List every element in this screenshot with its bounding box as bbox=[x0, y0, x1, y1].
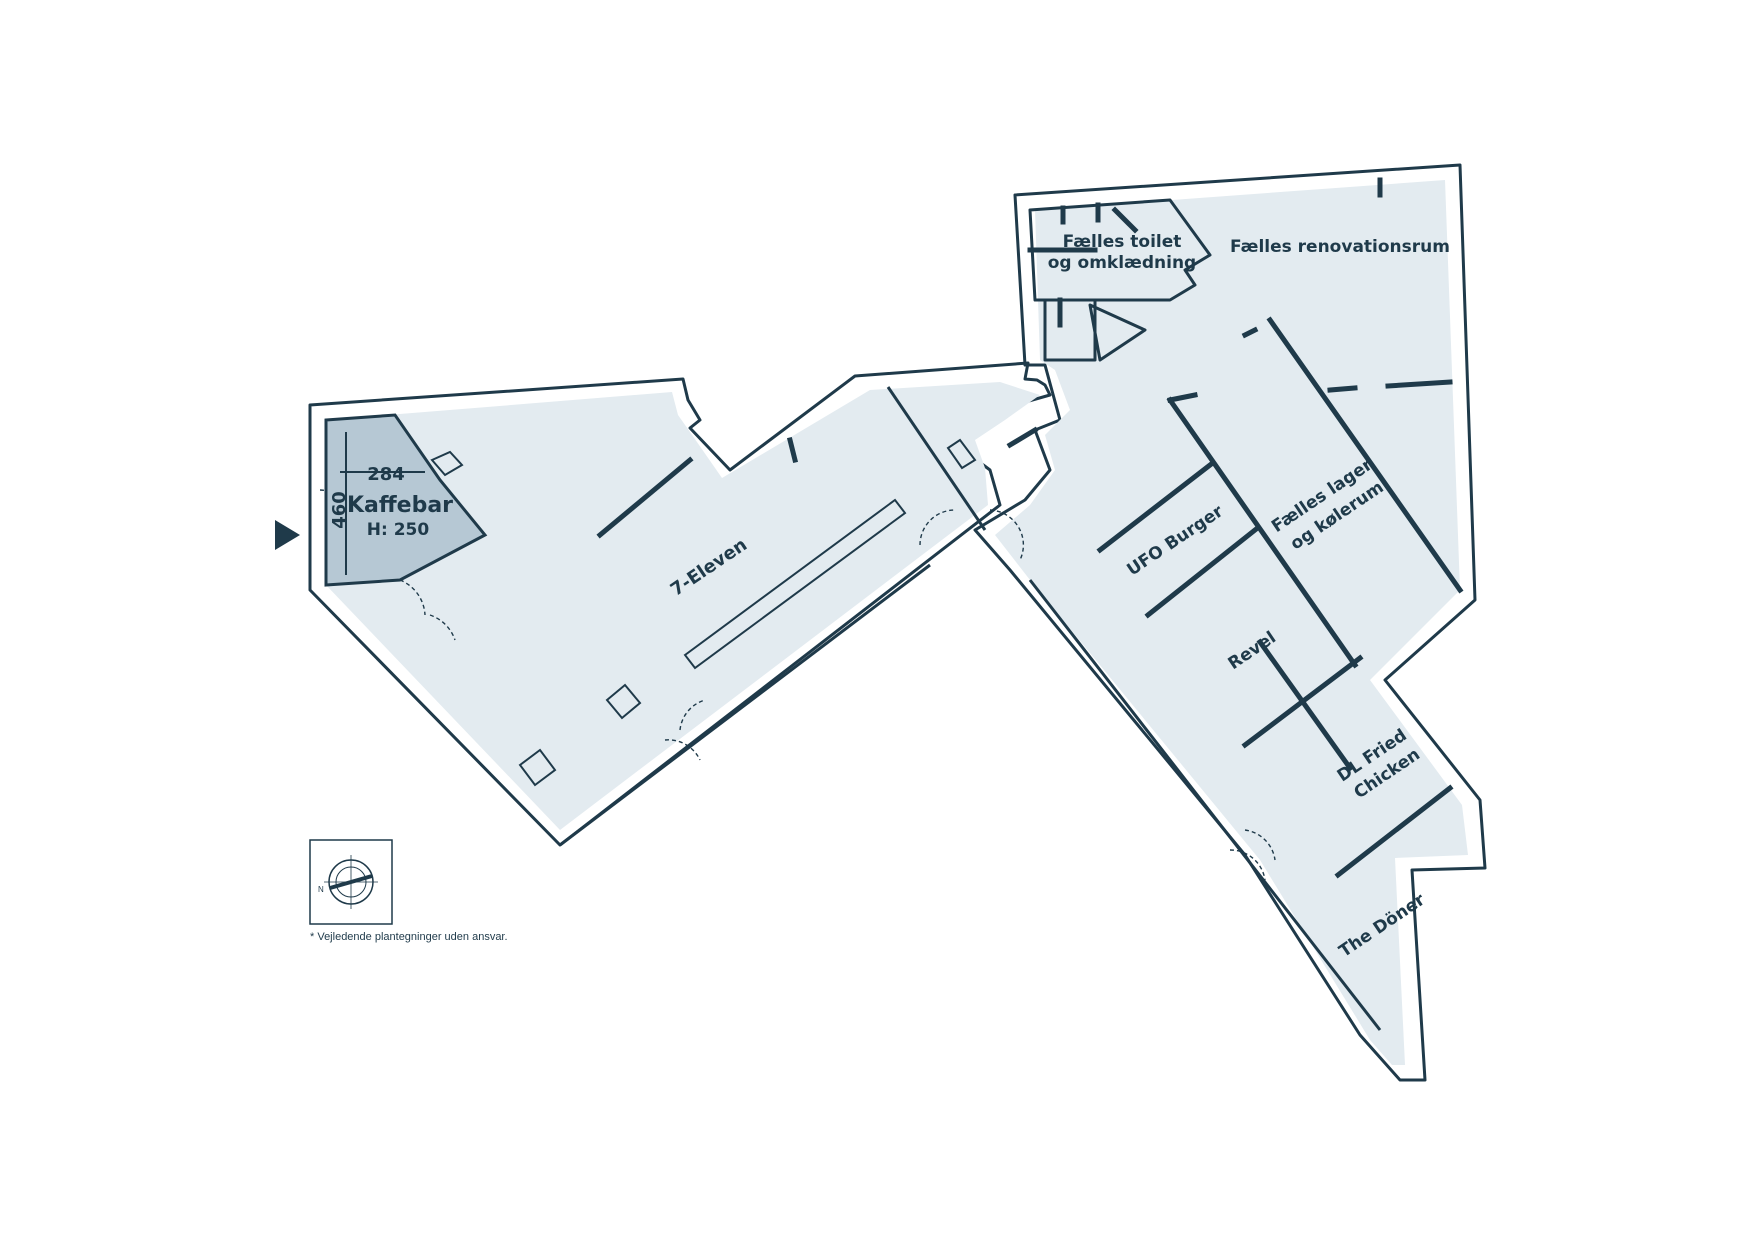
ufo-burger-wall bbox=[1096, 461, 1214, 554]
doner-wall bbox=[1334, 784, 1454, 879]
right-wing-outer-wall bbox=[973, 163, 1487, 1082]
pillar bbox=[518, 748, 557, 787]
pillar bbox=[946, 438, 977, 470]
right-wing bbox=[973, 163, 1487, 1082]
compass-north-label: N bbox=[318, 885, 324, 894]
kaffebar-unit[interactable]: 284 460 Kaffebar H: 250 bbox=[324, 413, 488, 587]
7eleven-back-wall bbox=[596, 456, 694, 539]
ufo-revel-wall bbox=[1166, 396, 1359, 669]
shelf-island bbox=[683, 498, 907, 670]
door-swing bbox=[664, 739, 701, 761]
connector-wall bbox=[886, 386, 987, 531]
pillar bbox=[605, 683, 642, 720]
storefront-7eleven bbox=[559, 563, 931, 847]
entrance-arrow-icon bbox=[275, 520, 300, 550]
left-wing bbox=[308, 361, 1052, 847]
left-wing-floor bbox=[326, 382, 1040, 830]
toilet-block bbox=[1027, 198, 1212, 362]
door-swing bbox=[399, 579, 426, 616]
kaffebar-area[interactable] bbox=[324, 413, 488, 587]
room-label-toilet-1: Fælles toilet bbox=[1063, 232, 1182, 252]
door-swing bbox=[429, 614, 456, 641]
compass-icon: N bbox=[309, 839, 393, 925]
compass-needle bbox=[329, 874, 373, 890]
fælles-lager-wall bbox=[1266, 316, 1464, 594]
partition bbox=[1241, 326, 1259, 339]
partition bbox=[1006, 426, 1039, 449]
door-swing bbox=[1229, 849, 1266, 881]
partition bbox=[1167, 392, 1198, 403]
storefront-right bbox=[1028, 579, 1382, 1031]
partition bbox=[1327, 385, 1358, 393]
toilet-corridor bbox=[1043, 298, 1097, 362]
toilet-partition bbox=[1111, 206, 1139, 234]
pillar bbox=[430, 450, 464, 477]
partition bbox=[1385, 379, 1453, 389]
unit-name: Kaffebar bbox=[347, 493, 453, 518]
7eleven-fixtures bbox=[430, 438, 977, 787]
partition bbox=[786, 436, 799, 464]
door-swing bbox=[1244, 829, 1276, 861]
room-label-renovation: Fælles renovationsrum bbox=[1230, 237, 1450, 257]
width-dimension: 284 bbox=[367, 464, 405, 485]
revel-dl-wall bbox=[1256, 638, 1354, 772]
ufo-burger-lower-wall bbox=[1144, 526, 1259, 619]
door-swing bbox=[679, 699, 706, 731]
room-label-toilet-2: og omklædning bbox=[1048, 253, 1196, 273]
interior-walls bbox=[596, 177, 1464, 879]
right-wing-floor bbox=[995, 180, 1468, 1065]
left-wing-outer-wall bbox=[308, 361, 1052, 847]
door-swing bbox=[989, 509, 1025, 561]
disclaimer-footnote: * Vejledende plantegninger uden ansvar. bbox=[310, 931, 508, 943]
unit-height: H: 250 bbox=[367, 520, 430, 540]
depth-dimension: 460 bbox=[329, 491, 350, 529]
